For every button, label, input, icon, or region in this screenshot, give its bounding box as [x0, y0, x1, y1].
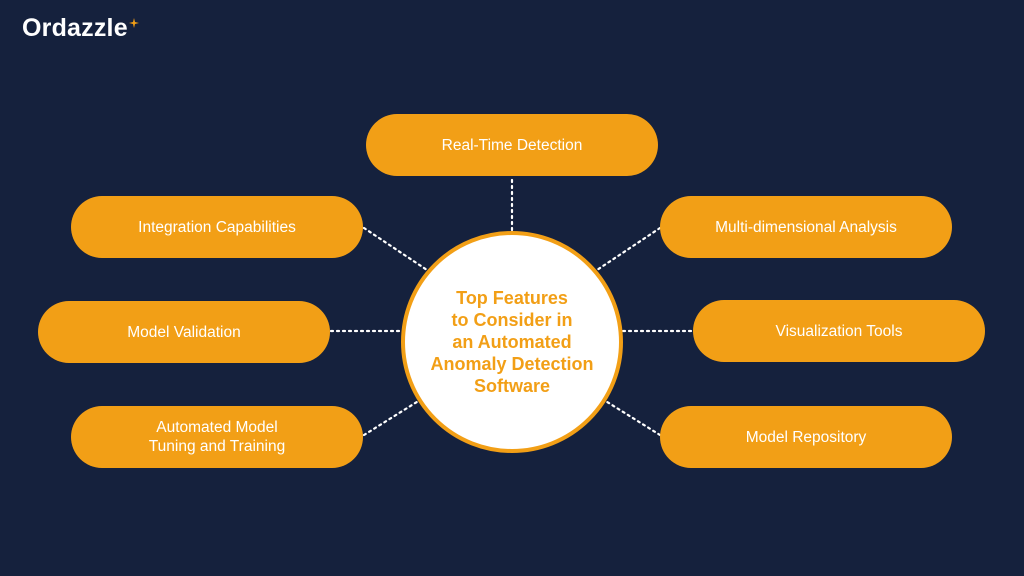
- brand-name: Ordazzle: [22, 14, 128, 42]
- connector-multi-dimensional-analysis: [595, 226, 662, 272]
- center-topic-label: Top Features to Consider in an Automated…: [430, 288, 594, 396]
- sparkle-star-icon: [128, 18, 139, 28]
- feature-pill-model-repository: Model Repository: [660, 406, 952, 468]
- center-topic-circle: Top Features to Consider in an Automated…: [401, 231, 623, 453]
- feature-pill-integration-capabilities: Integration Capabilities: [71, 196, 363, 258]
- connector-integration-capabilities: [362, 226, 429, 272]
- feature-label: Model Repository: [745, 428, 867, 446]
- feature-pill-multi-dimensional-analysis: Multi-dimensional Analysis: [660, 196, 952, 258]
- feature-label: Integration Capabilities: [138, 218, 296, 236]
- feature-label: Real-Time Detection: [441, 136, 583, 154]
- feature-label: Multi-dimensional Analysis: [715, 218, 897, 236]
- connector-automated-model-tuning: [362, 398, 422, 437]
- feature-pill-model-validation: Model Validation: [38, 301, 330, 363]
- feature-label: Visualization Tools: [775, 322, 903, 340]
- feature-pill-real-time-detection: Real-Time Detection: [366, 114, 658, 176]
- connector-model-repository: [602, 398, 662, 437]
- brand-logo: Ordazzle: [22, 14, 139, 43]
- feature-pill-visualization-tools: Visualization Tools: [693, 300, 985, 362]
- feature-pill-automated-model-tuning: Automated Model Tuning and Training: [71, 406, 363, 468]
- feature-label: Model Validation: [127, 323, 241, 341]
- feature-label: Automated Model Tuning and Training: [148, 419, 286, 455]
